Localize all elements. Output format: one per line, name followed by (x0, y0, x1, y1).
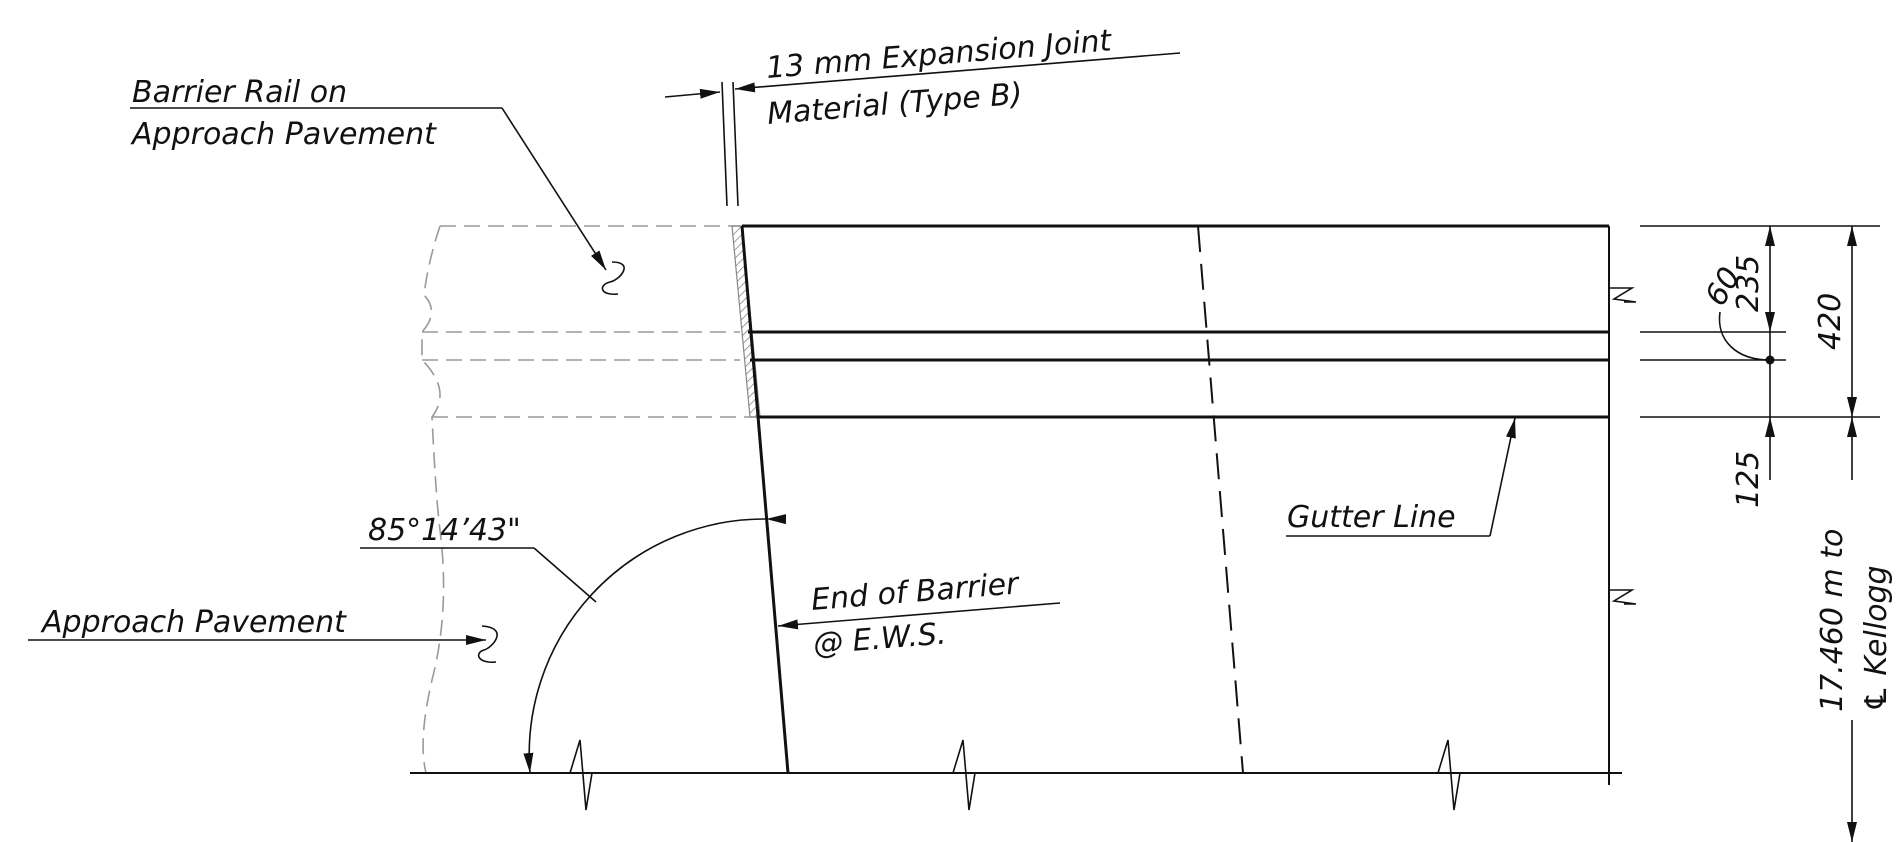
dim-125-label: 125 (1731, 451, 1766, 508)
expansion-joint-leader-line-1 (721, 81, 728, 207)
right-break-symbol-top (1609, 287, 1637, 303)
dim-60-leader (1718, 311, 1771, 361)
angle-label-leader (533, 547, 597, 603)
bottom-break-symbol-2 (952, 739, 976, 811)
dim-235-label: 235 (1731, 255, 1766, 312)
gutter-line-leader-arrow (1489, 417, 1516, 537)
angle-label: 85°14’43" (368, 513, 521, 548)
gutter-line-label: Gutter Line (1287, 500, 1456, 535)
kellogg-label-line2: ℄ Kellogg (1859, 565, 1894, 712)
approach-pavement-squiggle-icon (477, 625, 498, 663)
end-of-barrier-label-line1: End of Barrier (810, 566, 1022, 618)
hidden-barrier-line (1197, 225, 1244, 774)
end-of-barrier-leader-arrow (777, 602, 1061, 630)
barrier-elevation-lines (742, 224, 1609, 419)
approach-pavement-break-line (421, 225, 445, 774)
bottom-break-symbol-1 (569, 739, 593, 811)
approach-pavement-label: Approach Pavement (40, 605, 347, 640)
barrier-rail-squiggle-icon (601, 261, 625, 295)
bottom-break-symbol-3 (1437, 739, 1461, 811)
angle-arc-arrow (523, 514, 787, 774)
right-break-symbol-bottom (1609, 589, 1637, 605)
expansion-joint-leader-arrow (734, 52, 1181, 93)
approach-barrier-hidden-lines (422, 225, 756, 418)
expansion-joint-leader-line-2 (732, 81, 739, 207)
barrier-rail-label-line1: Barrier Rail on (132, 75, 347, 110)
dim-420-label: 420 (1813, 293, 1848, 350)
expansion-joint-label-line1: 13 mm Expansion Joint (765, 23, 1114, 86)
expansion-joint-left-arrow (664, 88, 721, 99)
barrier-rail-leader-arrow (501, 107, 607, 271)
end-of-barrier-label-line2: @ E.W.S. (812, 616, 948, 662)
barrier-rail-label-line2: Approach Pavement (130, 117, 437, 152)
expansion-joint-label-line2: Material (Type B) (766, 77, 1024, 132)
kellogg-label-line1: 17.460 m to (1815, 529, 1850, 712)
end-of-barrier-line (740, 225, 790, 774)
